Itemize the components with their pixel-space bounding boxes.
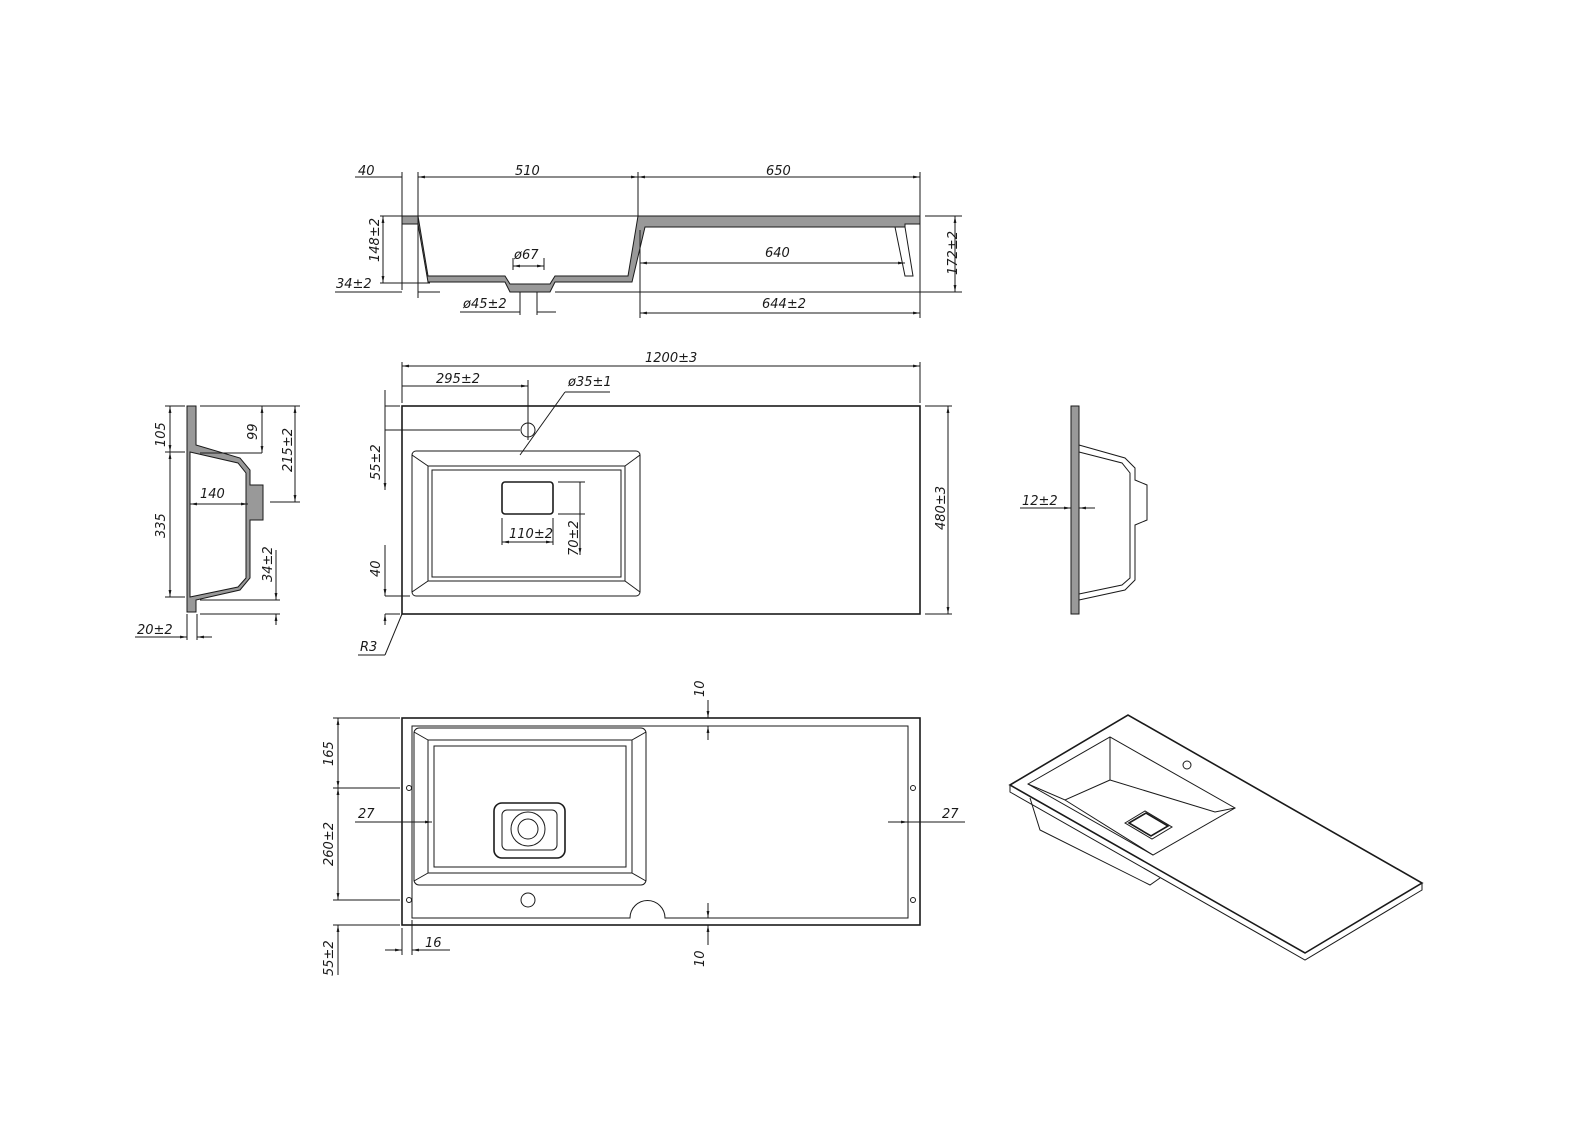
dim-70: 70±2 [567,520,582,556]
dim-644: 644±2 [762,297,806,312]
dim-165: 165 [322,741,337,766]
dim-16: 16 [425,936,442,951]
dim-295: 295±2 [436,372,480,387]
dim-650: 650 [766,164,791,179]
dim-40: 40 [369,560,384,577]
dim-27-right: 27 [942,807,959,822]
dim-172: 172±2 [946,231,961,275]
dim-260: 260±2 [322,822,337,866]
dim-27-left: 27 [358,807,375,822]
dim-110: 110±2 [509,527,553,542]
dim-40: 40 [358,164,375,179]
dim-20: 20±2 [137,623,173,638]
dim-34: 34±2 [336,277,372,292]
top-section-view: 40 510 650 148±2 172±2 640 644±2 ø67 ø45… [335,164,962,318]
isometric-view [1008,714,1424,961]
dim-140: 140 [200,487,225,502]
dim-335: 335 [154,513,169,538]
dim-d67: ø67 [513,248,539,263]
dim-12: 12±2 [1022,494,1058,509]
dim-640: 640 [765,246,790,261]
dim-10-bottom: 10 [693,950,708,967]
dim-510: 510 [515,164,540,179]
plan-view: 1200±3 295±2 ø35±1 55±2 40 480±3 110±2 7… [358,351,952,656]
dim-r3: R3 [360,640,377,655]
dim-d35: ø35±1 [567,375,612,390]
dim-d45: ø45±2 [462,297,507,312]
right-side-view: 12±2 [1020,405,1148,615]
dim-55: 55±2 [369,444,384,480]
dim-1200: 1200±3 [645,351,697,366]
dim-55: 55±2 [322,940,337,976]
left-side-view: 105 99 215±2 140 335 34±2 20±2 [135,405,300,640]
dim-480: 480±3 [934,486,949,530]
dim-34: 34±2 [261,546,276,582]
dim-10-top: 10 [693,680,708,697]
dim-215: 215±2 [281,428,296,472]
dim-105: 105 [154,422,169,447]
dim-99: 99 [246,423,261,440]
dim-148: 148±2 [368,218,383,262]
bottom-view: 165 260±2 55±2 27 27 16 10 10 [322,680,965,976]
